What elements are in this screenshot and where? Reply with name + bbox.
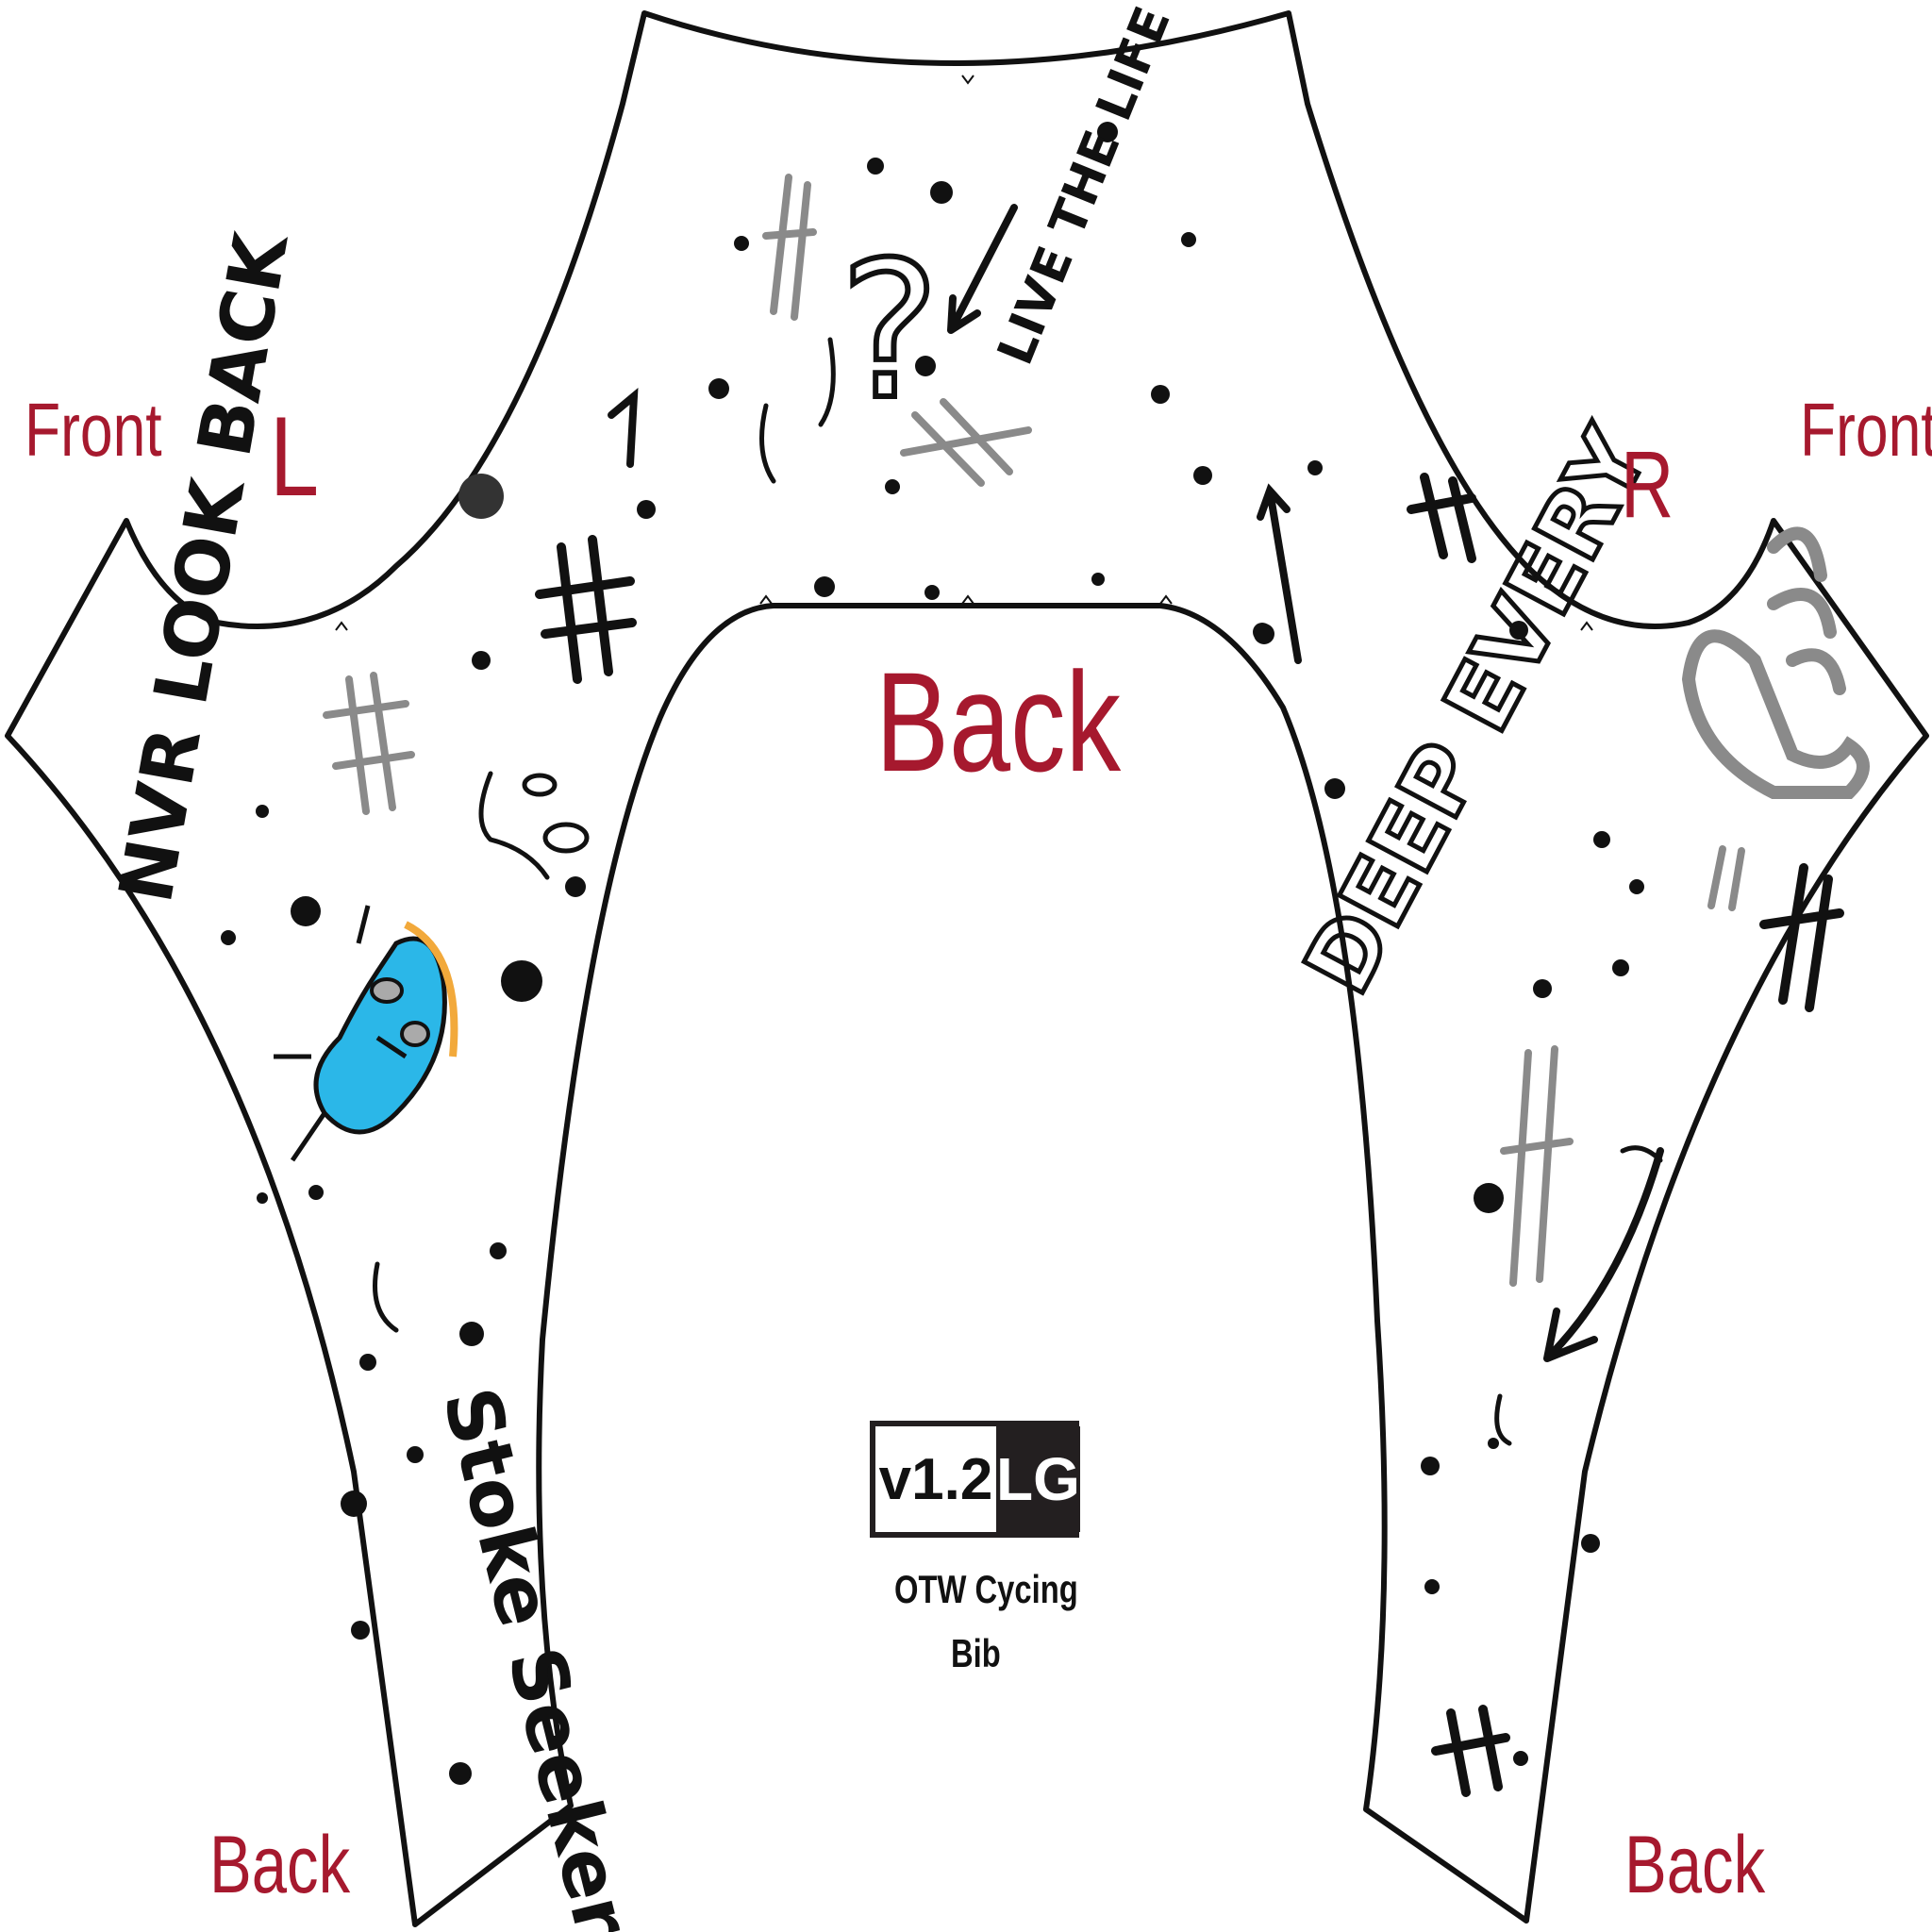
back-right-label: Back xyxy=(1624,1820,1766,1910)
front-left-label: Front xyxy=(25,388,162,472)
big-gray-dot xyxy=(458,474,504,519)
hashtag-doodle-gray xyxy=(323,174,1745,1287)
dot-pattern xyxy=(221,122,1644,1785)
front-right-label: Front xyxy=(1800,388,1932,472)
left-side-label: L xyxy=(270,393,320,520)
bean-mascot xyxy=(274,905,458,1162)
arrow-doodle xyxy=(608,204,1664,1362)
face-doodle xyxy=(373,337,1663,1446)
size-label: LG xyxy=(996,1426,1080,1532)
version-label: v1.2 xyxy=(878,1446,993,1512)
product-name-line1: OTW Cycing xyxy=(894,1567,1078,1611)
notch-marks xyxy=(335,75,1593,631)
shaka-hand-doodle xyxy=(1681,526,1870,799)
back-center-label: Back xyxy=(875,642,1122,801)
size-tag: v1.2 LG xyxy=(870,1421,1080,1538)
product-name-line2: Bib xyxy=(951,1631,1001,1675)
question-mark-doodle: ? xyxy=(840,222,940,441)
hashtag-doodle xyxy=(535,473,1844,1797)
back-left-label: Back xyxy=(209,1820,351,1910)
right-side-label: R xyxy=(1621,432,1674,538)
